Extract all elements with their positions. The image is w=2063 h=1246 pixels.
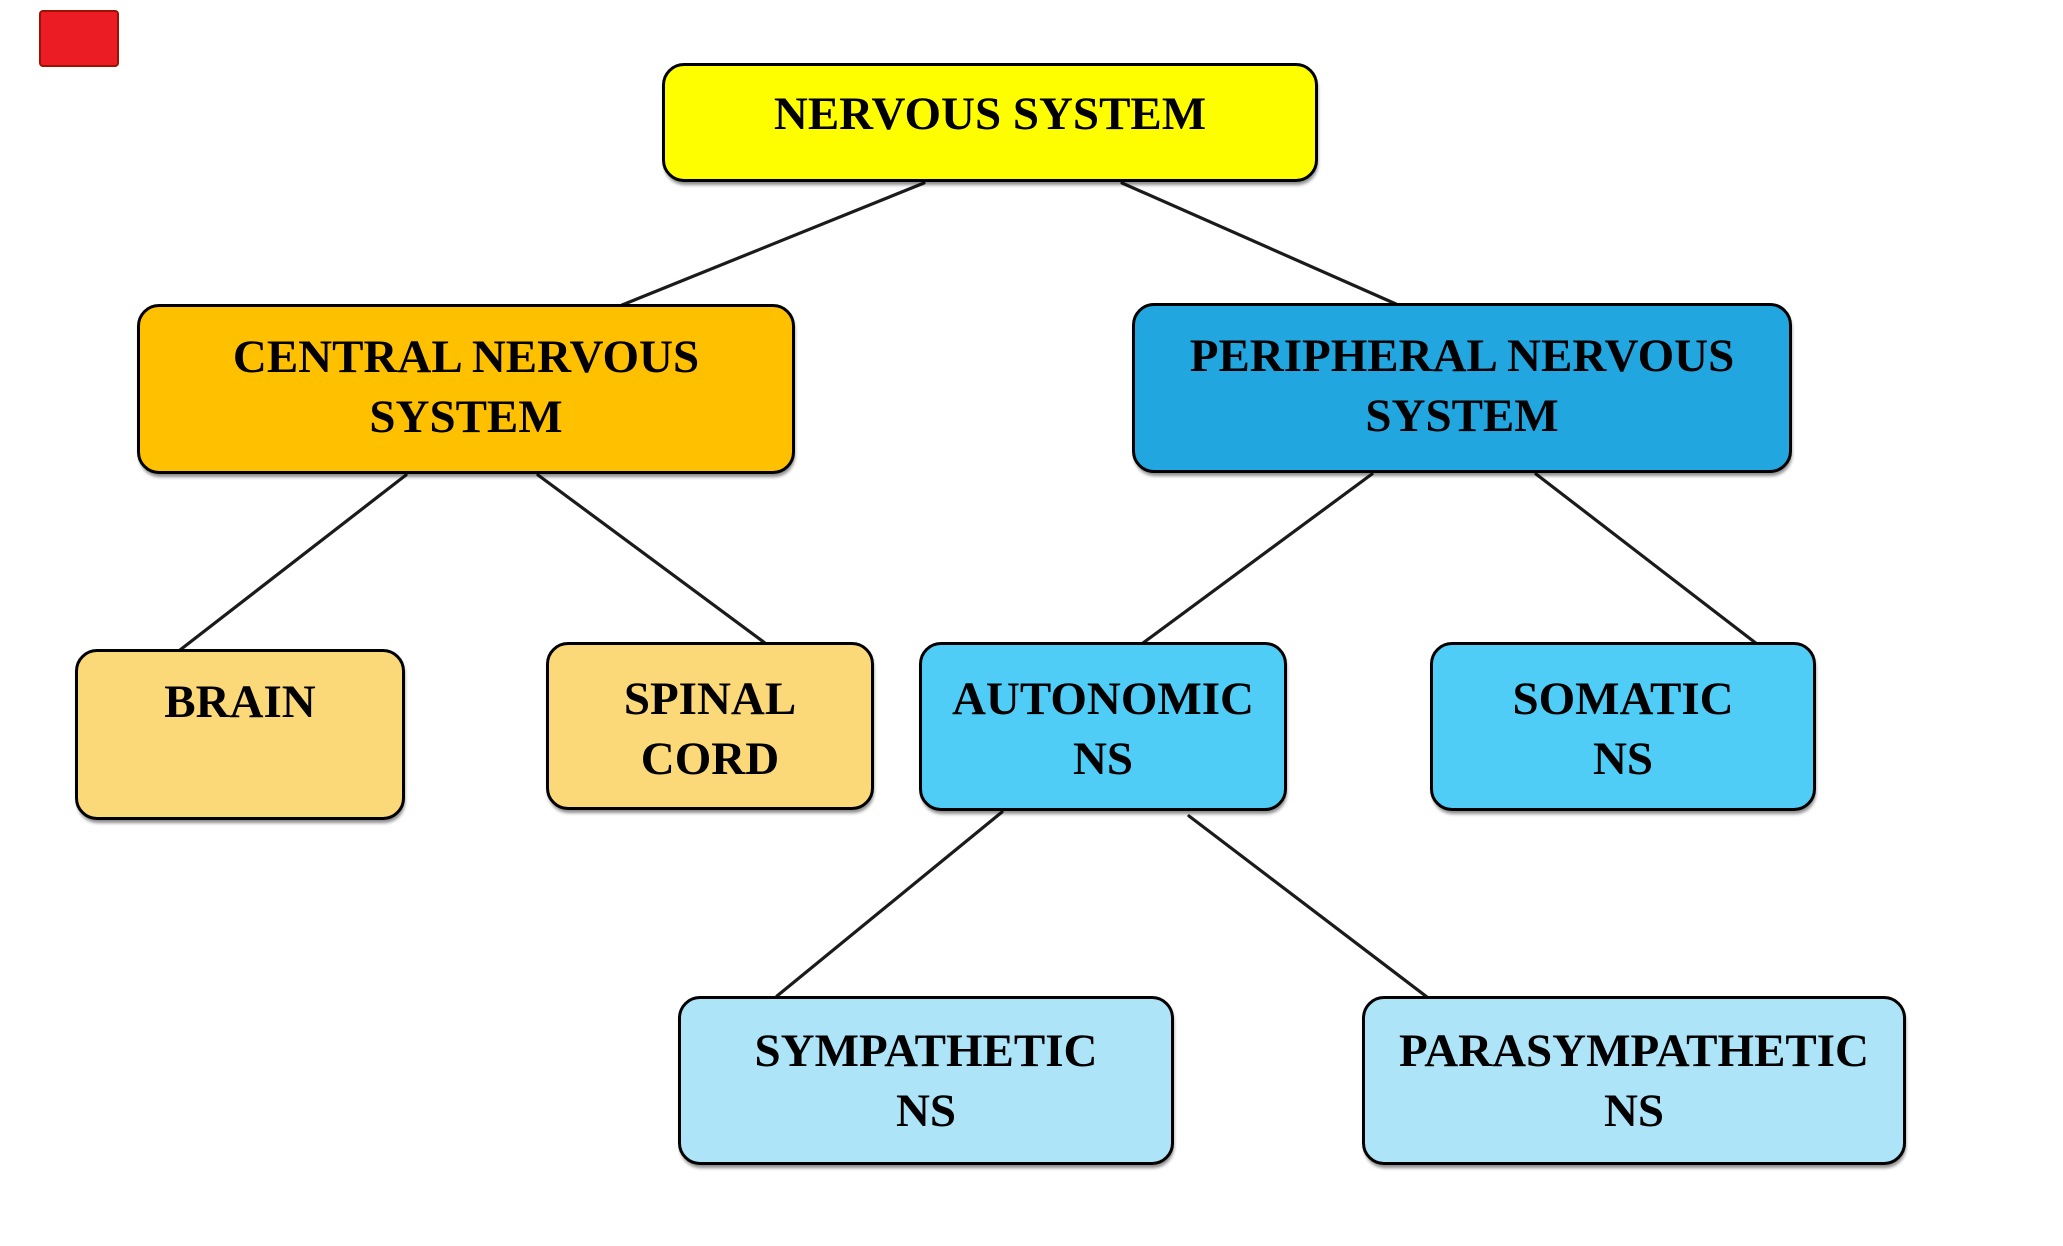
node-parasympathetic-ns: PARASYMPATHETIC NS [1362,996,1906,1165]
node-label-line: NS [1592,733,1654,785]
node-spinal-cord: SPINAL CORD [546,642,874,810]
connector-central-spinal [536,473,767,645]
connector-central-brain [178,473,408,652]
connector-nervous-central [620,181,926,307]
connector-autonomic-parasympathetic [1187,814,1429,999]
node-label-line: PARASYMPATHETIC [1399,1025,1869,1077]
node-label-line: SOMATIC [1512,673,1734,725]
node-label-line: CORD [640,733,780,785]
node-label-line: PERIPHERAL NERVOUS [1189,330,1735,382]
connector-autonomic-sympathetic [775,810,1004,998]
connector-peripheral-somatic [1534,472,1759,646]
node-label-line: NERVOUS SYSTEM [773,88,1207,140]
node-label-line: SYMPATHETIC [754,1025,1098,1077]
node-nervous-system: NERVOUS SYSTEM [662,63,1318,182]
node-brain: BRAIN [75,649,405,820]
node-sympathetic-ns: SYMPATHETIC NS [678,996,1174,1165]
node-peripheral-nervous-system: PERIPHERAL NERVOUS SYSTEM [1132,303,1792,473]
node-central-nervous-system: CENTRAL NERVOUS SYSTEM [137,304,795,474]
connector-peripheral-autonomic [1141,472,1374,645]
red-marker [39,10,119,67]
node-label-line: NS [895,1085,957,1137]
node-label-line: NS [1603,1085,1665,1137]
node-label-line: BRAIN [164,676,316,728]
node-autonomic-ns: AUTONOMIC NS [919,642,1287,811]
node-label-line: NS [1072,733,1134,785]
node-somatic-ns: SOMATIC NS [1430,642,1816,811]
node-label-line: SYSTEM [369,391,563,443]
node-label-line: SYSTEM [1365,390,1559,442]
node-label-line: AUTONOMIC [951,673,1255,725]
node-label-line: SPINAL [623,673,797,725]
node-label-line: CENTRAL NERVOUS [232,331,700,383]
connector-nervous-peripheral [1120,181,1398,306]
